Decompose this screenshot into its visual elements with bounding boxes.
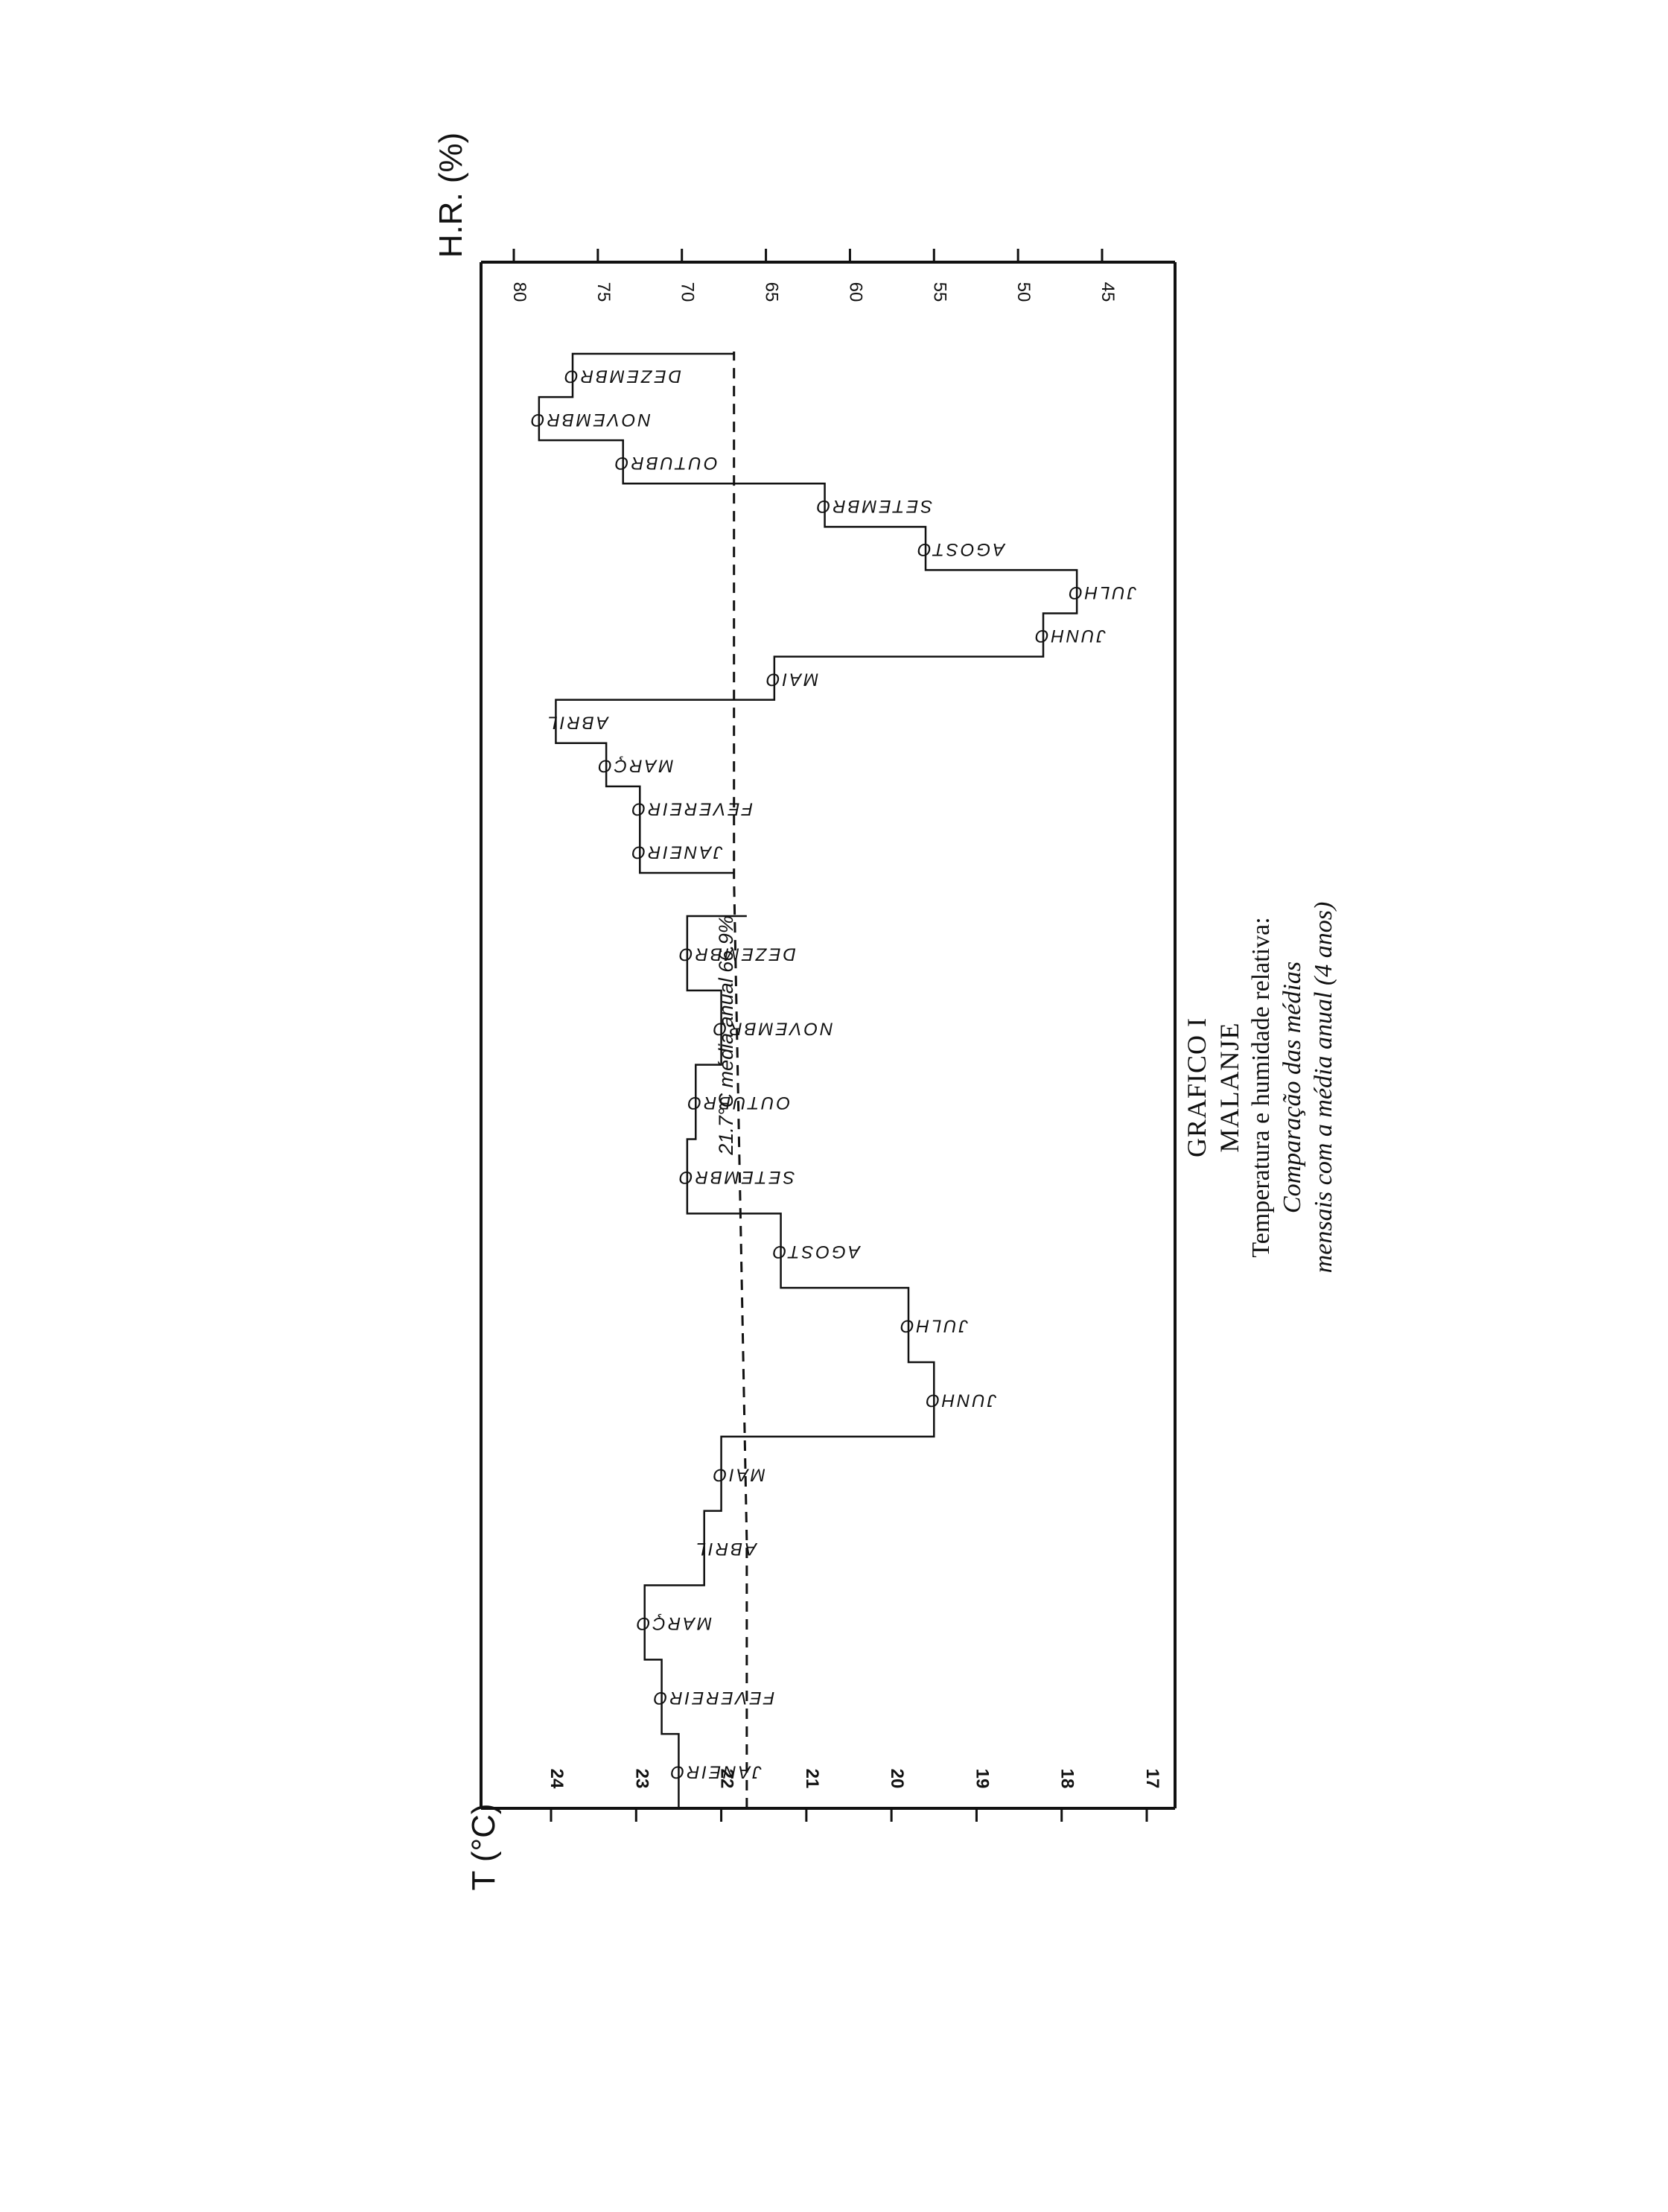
temperature-month-label: FEVEREIRO bbox=[652, 1688, 775, 1708]
month-labels: JANEIRO FEVEREIRO MARÇO ABRIL MAIO JUNHO JULHO… bbox=[529, 366, 1137, 1782]
caption-place: MALANJE bbox=[1215, 1022, 1244, 1153]
humidity-month-label: JULHO bbox=[1066, 582, 1137, 603]
annual-mean-line bbox=[733, 352, 748, 1808]
humidity-tick-label: 65 bbox=[762, 282, 782, 302]
humidity-tick-label: 50 bbox=[1013, 282, 1034, 302]
annual-mean-label: 21.7°C média anual 66.9% bbox=[715, 915, 737, 1156]
humidity-month-label: MAIO bbox=[764, 669, 818, 689]
humidity-tick-label: 55 bbox=[929, 282, 949, 302]
caption-title: GRAFICO I bbox=[1182, 1017, 1212, 1158]
annual-mean-group: 21.7°C média anual 66.9% bbox=[715, 352, 748, 1808]
humidity-month-label: JUNHO bbox=[1033, 626, 1107, 646]
humidity-month-label: ABRIL bbox=[545, 712, 609, 732]
temperature-tick-label: 23 bbox=[631, 1769, 652, 1789]
temperature-month-label: MAIO bbox=[711, 1464, 765, 1484]
humidity-month-label: NOVEMBRO bbox=[529, 410, 651, 430]
series-group bbox=[538, 352, 1078, 1810]
humidity-step-line bbox=[538, 352, 1078, 874]
humidity-tick-label: 45 bbox=[1098, 282, 1118, 302]
temperature-tick-label: 18 bbox=[1057, 1769, 1077, 1789]
temperature-tick-label: 21 bbox=[802, 1769, 822, 1789]
temperature-tick-label: 17 bbox=[1142, 1769, 1162, 1789]
humidity-axis: 45 50 55 60 65 70 75 80 H.R. (%) bbox=[433, 133, 1175, 302]
humidity-month-label: JANEIRO bbox=[629, 842, 723, 862]
temperature-tick-label: 22 bbox=[717, 1769, 737, 1789]
humidity-month-label: MARÇO bbox=[596, 755, 673, 775]
temperature-step-line bbox=[643, 915, 935, 1810]
temperature-month-label: NOVEMBRO bbox=[711, 1018, 833, 1038]
temperature-month-label: AGOSTO bbox=[771, 1242, 862, 1262]
humidity-month-label: SETEMBRO bbox=[815, 496, 933, 516]
chart-frame bbox=[480, 262, 1177, 1808]
humidity-tick-label: 60 bbox=[845, 282, 865, 302]
temperature-tick-label: 19 bbox=[972, 1769, 992, 1789]
temperature-month-label: ABRIL bbox=[694, 1539, 758, 1559]
temperature-axis-label: T (°C) bbox=[465, 1804, 502, 1891]
temperature-month-label: SETEMBRO bbox=[677, 1167, 795, 1187]
caption-note-2: mensais com a média anual (4 anos) bbox=[1310, 901, 1337, 1274]
humidity-tick-label: 80 bbox=[509, 282, 529, 302]
caption-text: GRAFICO I MALANJE Temperatura e humidade… bbox=[1180, 678, 1340, 1497]
humidity-tick-label: 75 bbox=[593, 282, 614, 302]
humidity-tick-label: 70 bbox=[678, 282, 698, 302]
temperature-month-label: JANEIRO bbox=[668, 1762, 762, 1782]
humidity-month-label: DEZEMBRO bbox=[562, 366, 681, 387]
humidity-axis-label: H.R. (%) bbox=[433, 133, 469, 258]
caption-note-1: Comparação das médias bbox=[1279, 961, 1306, 1214]
humidity-month-label: AGOSTO bbox=[915, 539, 1006, 559]
temperature-month-label: JUNHO bbox=[923, 1391, 997, 1411]
temperature-tick-label: 20 bbox=[887, 1769, 907, 1789]
temperature-month-label: JULHO bbox=[898, 1316, 969, 1336]
temperature-axis: 17 18 19 20 21 22 23 24 T (°C) bbox=[465, 1769, 1175, 1891]
caption-subtitle: Temperatura e humidade relativa: bbox=[1247, 917, 1275, 1258]
humidity-month-label: OUTUBRO bbox=[613, 453, 718, 473]
temperature-month-label: MARÇO bbox=[634, 1613, 712, 1633]
temperature-tick-label: 24 bbox=[547, 1769, 567, 1789]
humidity-month-label: FEVEREIRO bbox=[629, 799, 753, 819]
